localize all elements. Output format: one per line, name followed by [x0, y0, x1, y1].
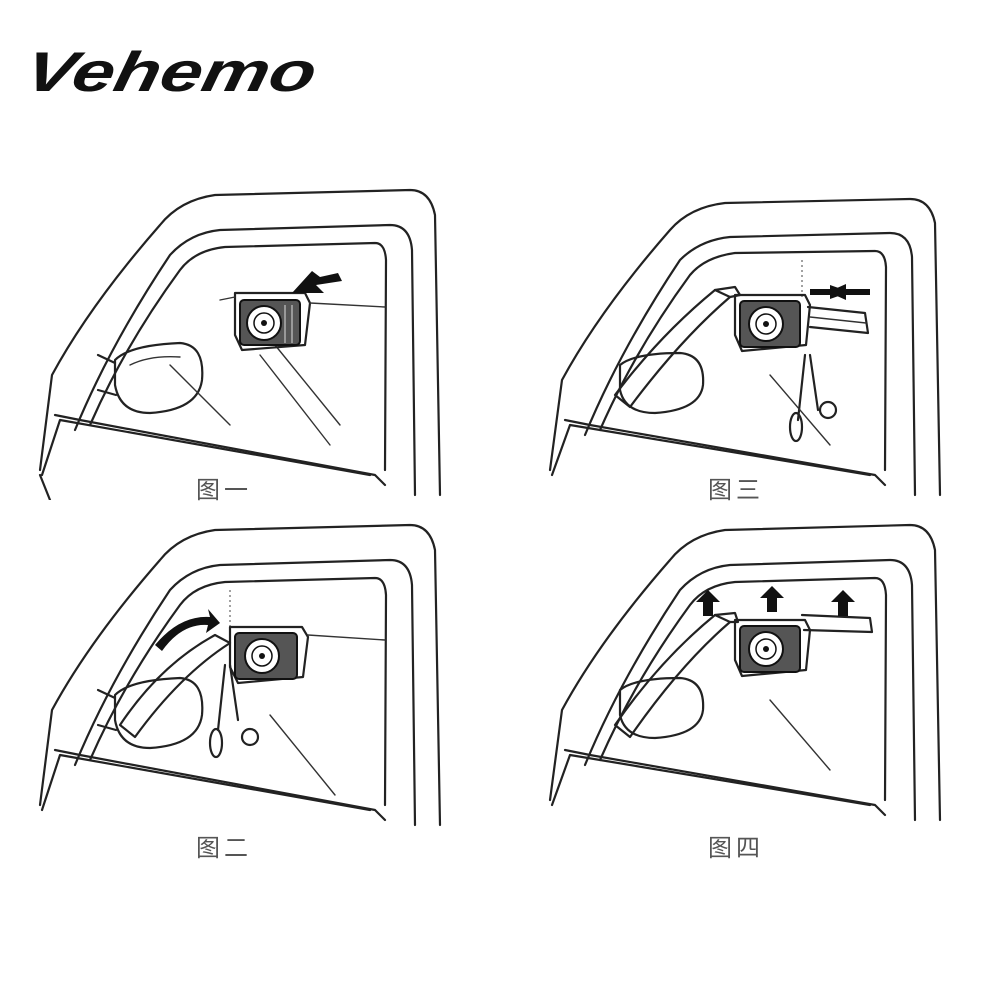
brand-logo-text: Vehemo [28, 44, 323, 102]
up-arrow-icon [831, 590, 855, 616]
solar-fan-unit [733, 618, 812, 678]
step-1-caption: 图一 [196, 476, 252, 504]
rain-guard-right-piece [806, 305, 870, 335]
car-door-frame [38, 188, 442, 500]
up-arrow-icon [696, 590, 720, 616]
up-arrows [696, 586, 855, 616]
install-step-4-illustration [548, 523, 942, 822]
window-glass-reflections [169, 344, 341, 446]
install-step-2-illustration [38, 523, 442, 827]
curved-arrow [155, 609, 220, 651]
solar-fan-unit [733, 293, 812, 353]
side-mirror [618, 676, 705, 740]
solar-fan-unit [228, 625, 310, 685]
install-step-3-illustration [548, 197, 942, 497]
rain-guard-strip [613, 285, 742, 409]
window-top-line [307, 634, 386, 641]
step-2-caption: 图二 [196, 834, 252, 862]
window-top-line [219, 296, 386, 308]
install-step-1-illustration [38, 188, 442, 500]
car-door-frame [548, 523, 942, 822]
side-mirror [618, 351, 705, 415]
step-3-caption: 图三 [708, 476, 764, 504]
rain-guard-strip [118, 633, 232, 739]
solar-fan-unit [233, 291, 312, 352]
side-mirror [96, 676, 204, 750]
window-glass-reflection [769, 374, 831, 446]
scissors-icon [208, 663, 260, 759]
window-glass-reflection [769, 699, 831, 771]
car-door-frame [548, 197, 942, 497]
up-arrow-icon [760, 586, 784, 612]
window-glass-reflection [269, 714, 336, 796]
scissors-icon [788, 353, 838, 443]
car-door-frame [38, 523, 442, 827]
left-arrow [810, 284, 870, 300]
insert-arrow [292, 271, 342, 293]
side-mirror [96, 341, 204, 415]
step-4-caption: 图四 [708, 834, 764, 862]
brand-logo: Vehemo [28, 44, 323, 102]
